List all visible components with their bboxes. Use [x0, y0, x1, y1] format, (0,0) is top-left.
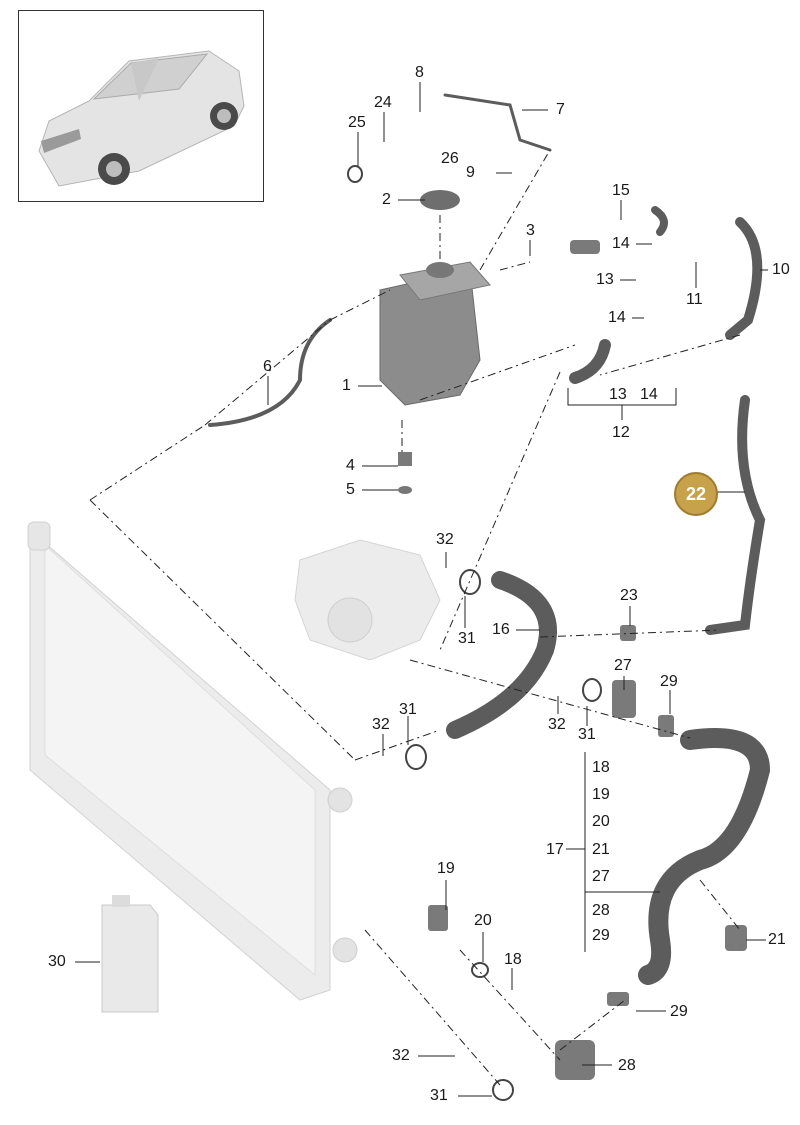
- label-part-10: 10: [772, 261, 790, 278]
- vehicle-thumbnail: [18, 10, 264, 202]
- label-part-21: 21: [768, 931, 786, 948]
- label-part-19: 19: [437, 860, 455, 877]
- label-part-31-left: 31: [399, 701, 417, 718]
- label-part-30: 30: [48, 953, 66, 970]
- label-part-14-mid: 14: [608, 309, 626, 326]
- dash-lines: [89, 149, 741, 1086]
- small-parts: [428, 240, 747, 1080]
- label-part-29-upper: 29: [660, 673, 678, 690]
- label-part-15: 15: [612, 182, 630, 199]
- label-part-17: 17: [546, 841, 564, 858]
- label-part-1: 1: [342, 377, 351, 394]
- ghost-thermostat-housing: [294, 539, 441, 661]
- label-part-32-left: 32: [372, 716, 390, 733]
- leader-lines: [75, 82, 768, 1097]
- coolant-bottle: [101, 895, 159, 1013]
- label-part-8: 8: [415, 64, 424, 81]
- label-part-6: 6: [263, 358, 272, 375]
- label-part-31-mid: 31: [578, 726, 596, 743]
- label-part-26: 26: [441, 150, 459, 167]
- label-part-29-lower: 29: [670, 1003, 688, 1020]
- label-part-32-mid: 32: [548, 716, 566, 733]
- label-part-7: 7: [556, 101, 565, 118]
- reservoir-tank: [379, 190, 491, 494]
- car-suv-icon: [38, 50, 245, 187]
- highlight-badge-22[interactable]: 22: [674, 472, 718, 516]
- label-part-5: 5: [346, 481, 355, 498]
- label-part-11: 11: [686, 291, 703, 308]
- label-part-31-upper: 31: [458, 630, 476, 647]
- label-part-14-top: 14: [612, 235, 630, 252]
- ghost-radiator: [27, 521, 358, 1001]
- label-part-13-group: 13: [609, 386, 627, 403]
- label-part-20: 20: [474, 912, 492, 929]
- label-part-27-list: 27: [592, 868, 610, 885]
- label-part-14-group: 14: [640, 386, 658, 403]
- label-part-24: 24: [374, 94, 392, 111]
- label-part-18-list: 18: [592, 759, 610, 776]
- hoses: [208, 93, 771, 985]
- label-part-20-list: 20: [592, 813, 610, 830]
- label-part-27: 27: [614, 657, 632, 674]
- label-part-23: 23: [620, 587, 638, 604]
- label-part-32-upper: 32: [436, 531, 454, 548]
- label-part-2: 2: [382, 191, 391, 208]
- label-part-16: 16: [492, 621, 510, 638]
- label-part-32-lower: 32: [392, 1047, 410, 1064]
- label-part-28: 28: [618, 1057, 636, 1074]
- rings: [347, 165, 602, 1101]
- label-part-4: 4: [346, 457, 355, 474]
- label-part-18: 18: [504, 951, 522, 968]
- label-part-28-list: 28: [592, 902, 610, 919]
- label-part-13: 13: [596, 271, 614, 288]
- label-part-25: 25: [348, 114, 366, 131]
- label-part-31-lower: 31: [430, 1087, 448, 1104]
- label-part-29-list: 29: [592, 927, 610, 944]
- label-part-3: 3: [526, 222, 535, 239]
- label-part-19-list: 19: [592, 786, 610, 803]
- label-part-21-list: 21: [592, 841, 610, 858]
- label-part-12: 12: [612, 424, 630, 441]
- label-part-9: 9: [466, 164, 475, 181]
